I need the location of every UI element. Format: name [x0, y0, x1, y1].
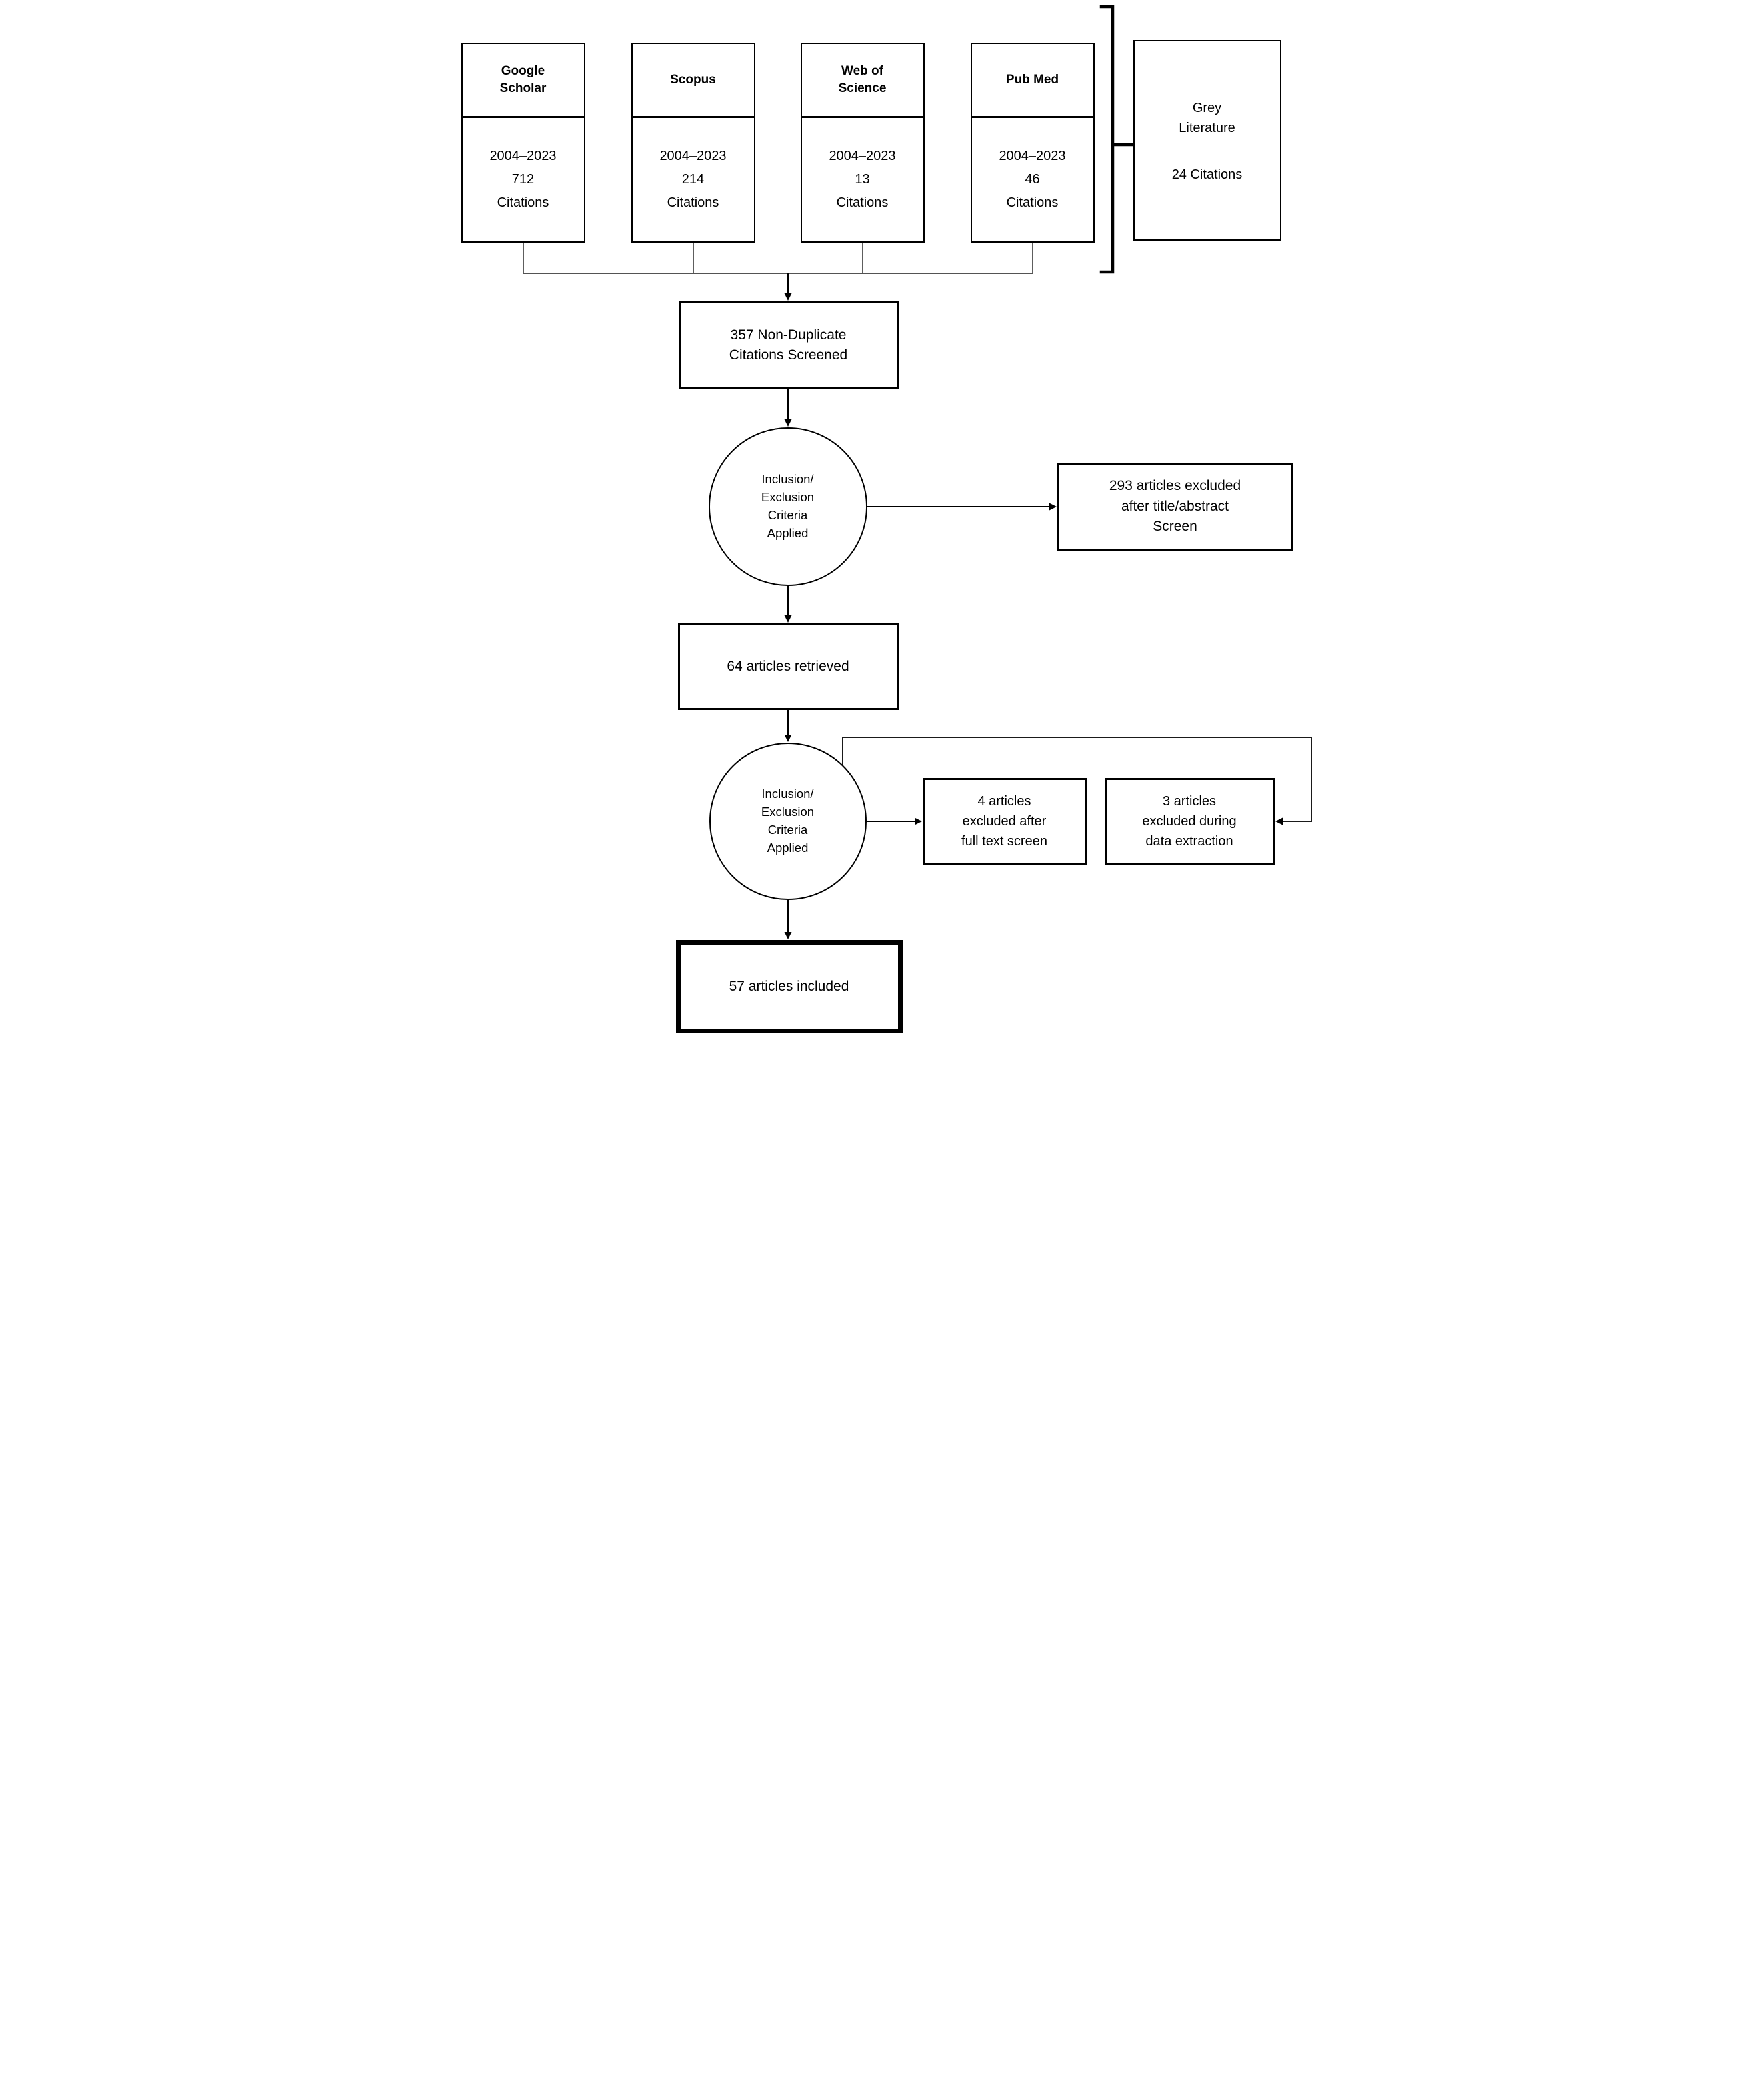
source-header: Scopus	[633, 44, 754, 116]
retrieved-box: 64 articles retrieved	[677, 623, 899, 710]
source-divider	[632, 116, 754, 118]
grey-literature-bracket	[1099, 5, 1114, 274]
source-year-range: 2004–2023	[659, 149, 727, 163]
source-citation-unit: Citations	[836, 195, 889, 210]
source-citation-count: 712	[511, 172, 535, 187]
source-name: Google Scholar	[499, 64, 547, 95]
source-box-scopus: Scopus 2004–2023 214 Citations	[631, 43, 755, 243]
source-header: Web of Science	[802, 44, 923, 116]
source-details: 2004–2023 712 Citations	[463, 118, 584, 241]
merge-rail-lines	[522, 243, 1033, 274]
included-box: 57 articles included	[675, 940, 903, 1033]
grey-literature-citations: 24 Citations	[1171, 167, 1243, 182]
source-box-pub-med: Pub Med 2004–2023 46 Citations	[970, 43, 1095, 243]
source-citation-unit: Citations	[1006, 195, 1059, 210]
source-name: Pub Med	[1005, 73, 1059, 87]
grey-literature-box: Grey Literature 24 Citations	[1133, 40, 1281, 241]
criteria-circle-second: Inclusion/ Exclusion Criteria Applied	[709, 743, 867, 900]
source-details: 2004–2023 214 Citations	[633, 118, 754, 241]
source-citation-count: 214	[681, 172, 705, 187]
source-name: Scopus	[670, 73, 716, 87]
source-year-range: 2004–2023	[999, 149, 1066, 163]
excluded-full-text-box: 4 articles excluded after full text scre…	[922, 778, 1087, 865]
source-header: Google Scholar	[463, 44, 584, 116]
source-details: 2004–2023 13 Citations	[802, 118, 923, 241]
screened-box: 357 Non-Duplicate Citations Screened	[678, 301, 899, 389]
source-divider	[971, 116, 1093, 118]
source-citation-unit: Citations	[497, 195, 549, 210]
source-divider	[801, 116, 923, 118]
source-box-google-scholar: Google Scholar 2004–2023 712 Citations	[461, 43, 585, 243]
grey-literature-name: Grey Literature	[1179, 101, 1235, 135]
flow-diagram: Google Scholar 2004–2023 712 Citations S…	[441, 0, 1323, 1038]
excluded-data-extraction-box: 3 articles excluded during data extracti…	[1104, 778, 1275, 865]
source-citation-count: 13	[855, 172, 870, 187]
source-box-web-of-science: Web of Science 2004–2023 13 Citations	[800, 43, 925, 243]
criteria-circle-first: Inclusion/ Exclusion Criteria Applied	[708, 427, 867, 586]
source-details: 2004–2023 46 Citations	[972, 118, 1093, 241]
source-name: Web of Science	[838, 64, 887, 95]
source-header: Pub Med	[972, 44, 1093, 116]
source-year-range: 2004–2023	[829, 149, 896, 163]
source-citation-count: 46	[1025, 172, 1040, 187]
source-year-range: 2004–2023	[489, 149, 557, 163]
excluded-title-abstract-box: 293 articles excluded after title/abstra…	[1057, 463, 1293, 551]
source-citation-unit: Citations	[667, 195, 719, 210]
source-divider	[462, 116, 584, 118]
